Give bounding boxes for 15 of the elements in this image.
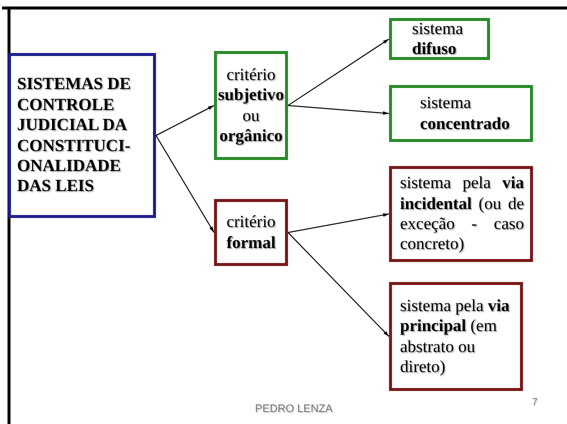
arrow xyxy=(156,105,214,136)
author-name: PEDRO LENZA xyxy=(255,403,333,415)
text-box: sistema difuso xyxy=(389,18,490,60)
text-box: critério subjetivo ou orgânico xyxy=(214,51,288,160)
page-number: 7 xyxy=(532,397,538,408)
arrow xyxy=(156,135,214,233)
arrow xyxy=(288,38,390,106)
text-box: sistema pela via incidental (ou de exceção - caso concreto) xyxy=(389,166,533,262)
text-box: critério formal xyxy=(214,199,288,266)
arrow xyxy=(288,232,390,337)
arrow xyxy=(288,213,390,233)
text-box: SISTEMAS DE CONTROLE JUDICIAL DA CONSTITUCI- ONALIDADE DAS LEIS xyxy=(8,53,156,218)
text-box: sistema pela via principal (em abstrato ou direto) xyxy=(389,282,523,391)
arrow xyxy=(288,105,390,115)
text-box: sistema concentrado xyxy=(389,85,533,142)
